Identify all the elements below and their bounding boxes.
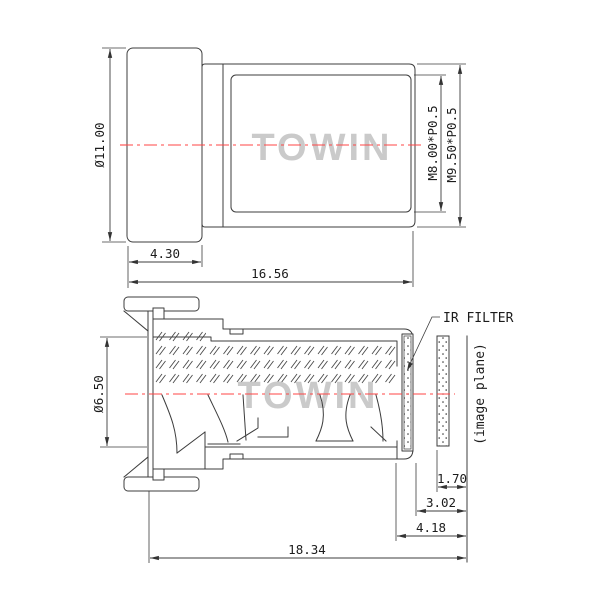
dim-glass-to-image-label: 1.70 [437, 471, 467, 486]
top-view: TOWIN Ø11.00 4.30 1 [92, 47, 466, 288]
dim-thread-inner-label: M8.00*P0.5 [425, 105, 440, 180]
ir-filter-callout: IR FILTER [407, 311, 514, 371]
thread-section-outline [230, 74, 412, 213]
bottom-section-view: TOWIN IR FI [91, 296, 514, 563]
top-view-outline [126, 47, 416, 243]
sensor-cover-glass [436, 335, 450, 447]
bottom-view-dimensions: Ø6.50 1.70 3.02 4.18 18.34 [91, 336, 467, 563]
dim-total-length-label: 18.34 [288, 542, 326, 557]
ir-filter [401, 333, 414, 452]
leader-arrowhead [407, 361, 413, 371]
section-hatching [154, 329, 396, 386]
lens-elements [161, 394, 387, 470]
dim-aperture-label: Ø6.50 [91, 375, 106, 413]
watermark-bottom: TOWIN [238, 375, 379, 417]
dim-total-length-label: 16.56 [251, 266, 289, 281]
extension-lines [100, 336, 438, 563]
watermark-top: TOWIN [252, 127, 393, 169]
extension-lines [102, 47, 466, 288]
image-plane-label: (image plane) [473, 343, 488, 445]
dim-thread-outer-label: M9.50*P0.5 [444, 107, 459, 182]
front-cap-outline [123, 296, 200, 492]
top-view-dimensions: Ø11.00 4.30 16.56 M8.00*P0.5 M9.50*P0.5 [92, 47, 466, 288]
dim-diameter-label: Ø11.00 [92, 122, 107, 167]
dim-front-length-label: 4.30 [150, 246, 180, 261]
dim-rear-to-image-label: 4.18 [416, 520, 446, 535]
ir-filter-label: IR FILTER [443, 311, 514, 326]
dim-filter-to-image-label: 3.02 [426, 495, 456, 510]
